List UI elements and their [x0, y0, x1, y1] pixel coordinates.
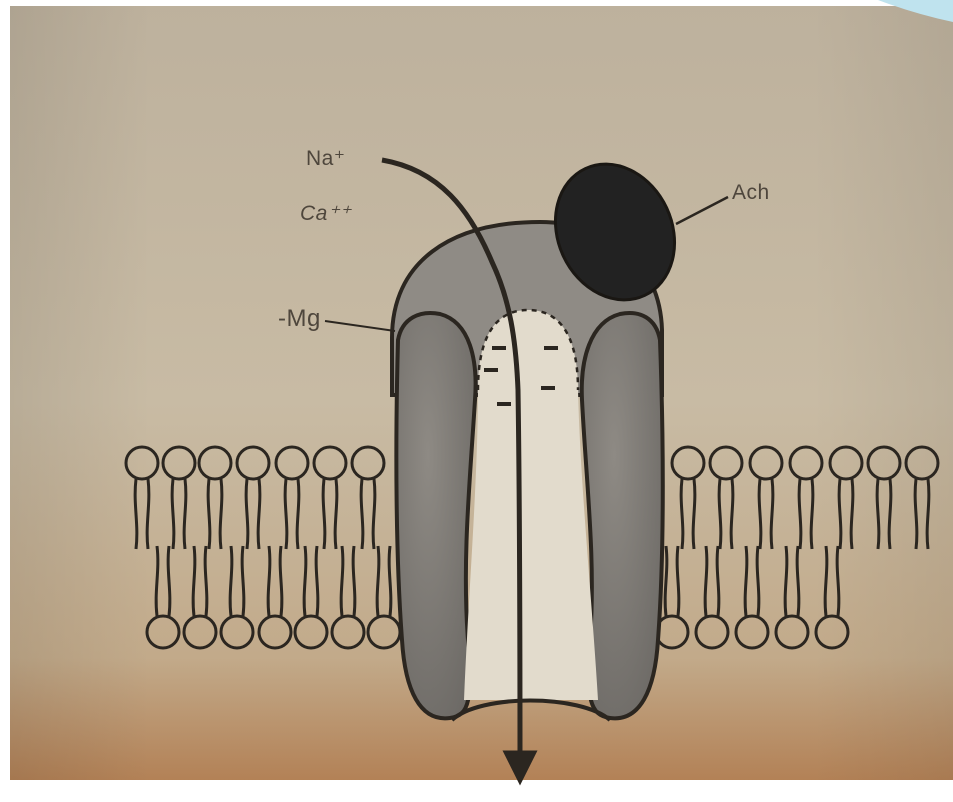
bottom-margin — [0, 780, 953, 802]
lipid-tail — [184, 479, 186, 549]
lipid-tail — [361, 479, 363, 549]
left-margin — [0, 0, 10, 802]
lipid-tail — [280, 546, 282, 616]
lipid-tail — [242, 546, 244, 616]
lipid-tail — [797, 546, 799, 616]
acetylcholine-label: Ach — [732, 181, 770, 205]
lipid-tail — [839, 479, 841, 549]
lipid-tail — [681, 479, 683, 549]
lipid-tail — [246, 479, 248, 549]
channel-subunit-left — [396, 313, 475, 718]
lipid-tail — [927, 479, 929, 549]
lipid-tail — [705, 546, 707, 616]
lipid-tail — [285, 479, 287, 549]
lipid-tail — [193, 546, 195, 616]
lipid-tail — [785, 546, 787, 616]
lipid-tail — [837, 546, 839, 616]
lipid-tail — [208, 479, 210, 549]
lipid-tail — [341, 546, 343, 616]
lipid-tail — [757, 546, 759, 616]
lipid-tail — [335, 479, 337, 549]
lipid-tail — [316, 546, 318, 616]
lipid-tail — [731, 479, 733, 549]
lipid-tail — [771, 479, 773, 549]
lipid-tail — [665, 546, 667, 616]
lipid-tail — [268, 546, 270, 616]
lipid-tail — [304, 546, 306, 616]
sodium-ion-label: Na⁺ — [306, 146, 345, 171]
lipid-tail — [717, 546, 719, 616]
lipid-tail — [759, 479, 761, 549]
lipid-tail — [205, 546, 207, 616]
lipid-tail — [258, 479, 260, 549]
lipid-tail — [323, 479, 325, 549]
lipid-tail — [135, 479, 137, 549]
lipid-tail — [851, 479, 853, 549]
lipid-tail — [825, 546, 827, 616]
lipid-tail — [377, 546, 379, 616]
lipid-tail — [373, 479, 375, 549]
lipid-tail — [147, 479, 149, 549]
lipid-tail — [389, 546, 391, 616]
lipid-tail — [799, 479, 801, 549]
top-margin — [0, 0, 953, 6]
calcium-ion-label: Ca⁺⁺ — [300, 201, 351, 226]
lipid-tail — [719, 479, 721, 549]
lipid-tail — [915, 479, 917, 549]
lipid-tail — [353, 546, 355, 616]
lipid-tail — [693, 479, 695, 549]
lipid-tail — [877, 479, 879, 549]
lipid-tail — [677, 546, 679, 616]
lipid-tail — [889, 479, 891, 549]
magnesium-label: -Mg — [278, 305, 321, 333]
lipid-tail — [156, 546, 158, 616]
lipid-tail — [745, 546, 747, 616]
lipid-tail — [168, 546, 170, 616]
lipid-tail — [172, 479, 174, 549]
lipid-tail — [297, 479, 299, 549]
lipid-tail — [230, 546, 232, 616]
lipid-tail — [220, 479, 222, 549]
lipid-tail — [811, 479, 813, 549]
